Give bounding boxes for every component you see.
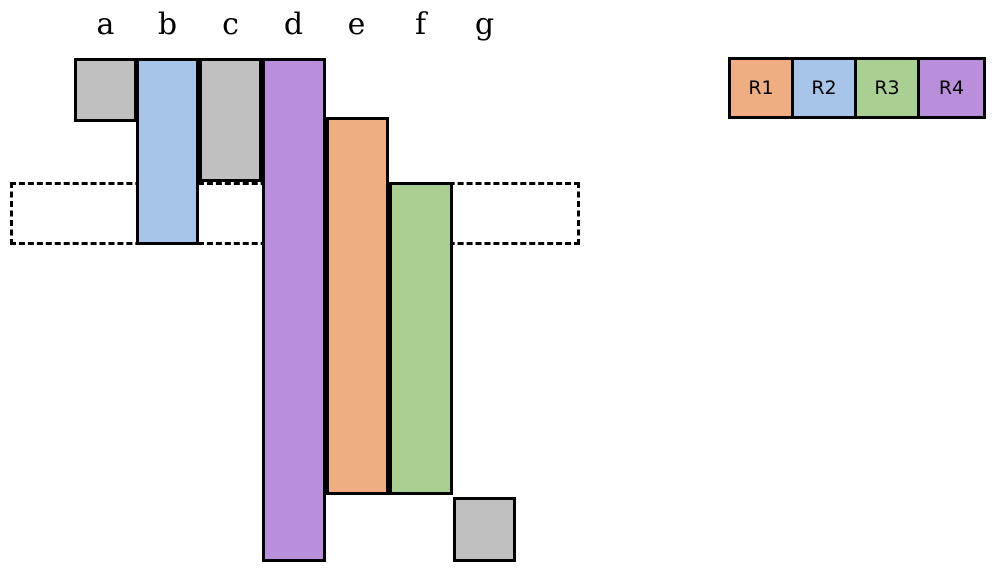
bar-b[interactable] (136, 58, 199, 245)
legend-item-r2[interactable]: R2 (794, 60, 857, 116)
column-label-e: e (347, 7, 366, 42)
column-label-b: b (157, 7, 178, 42)
column-label-g: g (474, 7, 495, 42)
legend-item-r4[interactable]: R4 (920, 60, 983, 116)
column-label-c: c (222, 7, 239, 42)
column-label-a: a (96, 7, 115, 42)
bar-f[interactable] (389, 182, 453, 495)
legend-item-r1[interactable]: R1 (731, 60, 794, 116)
column-label-d: d (283, 7, 304, 42)
bar-c[interactable] (199, 58, 262, 182)
bar-a[interactable] (74, 58, 137, 122)
bar-g[interactable] (453, 497, 516, 562)
bar-d[interactable] (262, 58, 326, 562)
legend-item-r3[interactable]: R3 (857, 60, 920, 116)
bar-e[interactable] (326, 117, 389, 495)
column-label-f: f (414, 7, 427, 42)
legend: R1 R2 R3 R4 (728, 57, 986, 119)
